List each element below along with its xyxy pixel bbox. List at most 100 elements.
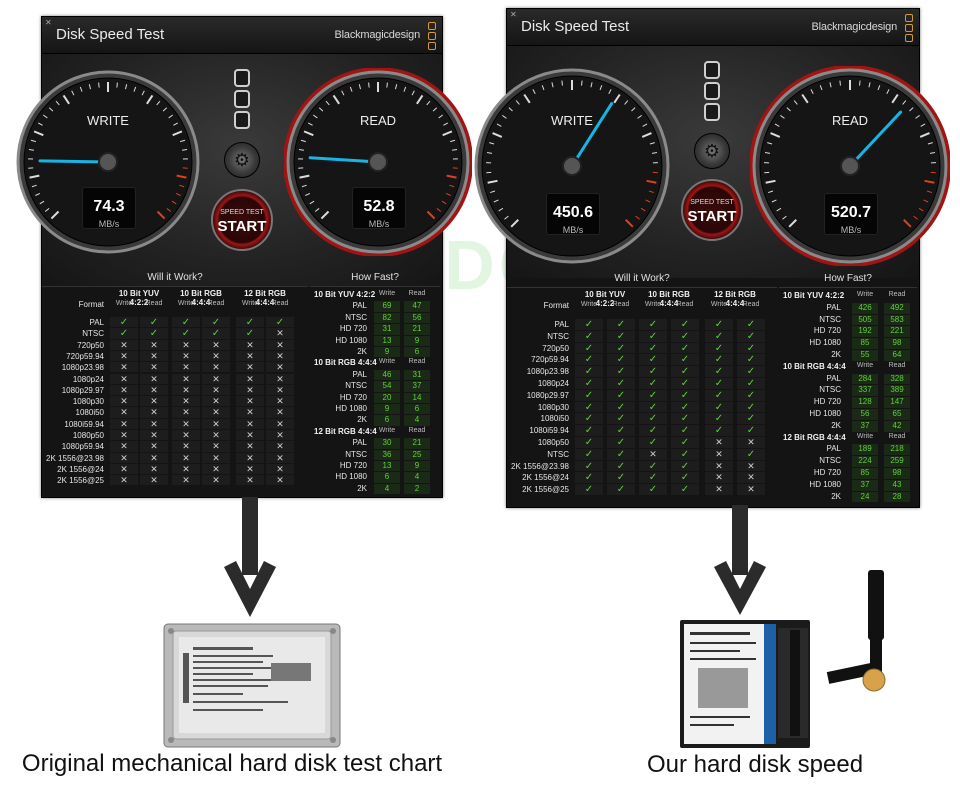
- speed-group-header: 12 Bit RGB 4:4:4: [314, 426, 377, 436]
- cell-bg: [236, 350, 264, 362]
- gauge-tick: [358, 84, 361, 90]
- format-name: 1080p24: [72, 374, 104, 384]
- gauge-tick: [318, 107, 324, 112]
- check-icon: ✓: [746, 330, 756, 342]
- gauge-tick: [915, 115, 920, 119]
- cross-icon: ✕: [212, 396, 220, 407]
- cross-icon: ✕: [182, 339, 190, 350]
- cell-bg: [266, 373, 294, 384]
- cross-icon: ✕: [120, 396, 128, 407]
- cell-bg: [266, 350, 294, 362]
- gauge-tick: [640, 207, 646, 212]
- table-row: 1080p30✕✕✕✕✕✕: [42, 396, 308, 407]
- cell-bg: [737, 401, 765, 413]
- how-fast-title: How Fast?: [310, 272, 440, 287]
- check-icon: ✓: [680, 319, 690, 330]
- gauge-tick: [180, 139, 186, 143]
- speed-subheader: Write: [856, 291, 874, 298]
- check-icon: ✓: [181, 317, 191, 328]
- down-arrow-icon: [224, 497, 276, 617]
- cross-icon: ✕: [120, 452, 128, 463]
- check-icon: ✓: [714, 366, 724, 378]
- write-label: WRITE: [551, 113, 593, 129]
- close-icon[interactable]: ✕: [510, 10, 517, 19]
- speed-format-name: HD 720: [339, 324, 367, 334]
- speed-value: 55: [852, 350, 878, 361]
- table-row: 1080p29.97✓✓✓✓✓✓: [507, 389, 777, 402]
- speed-value: 64: [884, 350, 910, 361]
- right-titlebar: ✕ Disk Speed Test Blackmagicdesign: [507, 9, 919, 46]
- cross-icon: ✕: [246, 396, 254, 407]
- cross-icon: ✕: [246, 418, 254, 429]
- gauge-tick: [624, 100, 629, 105]
- cell-bg: [737, 389, 765, 401]
- down-arrow-icon: [714, 505, 766, 615]
- table-row: 720p50✓✓✓✓✓✓: [507, 342, 777, 355]
- speed-format-name: 2K: [357, 415, 367, 425]
- cross-icon: ✕: [182, 407, 190, 418]
- cell-bg: [172, 475, 200, 486]
- cell-bg: [202, 418, 230, 429]
- check-icon: ✓: [746, 342, 756, 354]
- gauge-tick: [929, 152, 936, 154]
- gauge-tick: [829, 82, 832, 88]
- settings-gear-button[interactable]: ⚙: [694, 133, 730, 169]
- gauge-needle: [848, 110, 903, 168]
- speed-value: 37: [404, 381, 430, 392]
- cell-bg: [202, 362, 230, 373]
- cell-bg: [575, 425, 603, 436]
- table-row: 1080p24✓✓✓✓✓✓: [507, 378, 777, 390]
- gauge-tick: [641, 132, 652, 138]
- speed-subheader: Write: [378, 426, 396, 434]
- cross-icon: ✕: [246, 430, 254, 440]
- table-row: NTSC✓✓✓✓✓✓: [507, 330, 777, 343]
- cell-bg: [172, 350, 200, 362]
- check-icon: ✓: [616, 366, 626, 378]
- gauge-tick: [33, 130, 44, 137]
- cell-bg: [140, 396, 168, 407]
- speed-format-name: HD 1080: [809, 338, 841, 348]
- cell-bg: [575, 342, 603, 354]
- format-name: 1080i50: [540, 414, 569, 424]
- table-row: 720p50✕✕✕✕✕✕: [42, 339, 308, 351]
- cell-bg: [705, 389, 733, 401]
- cell-bg: [607, 330, 635, 342]
- cell-bg: [639, 401, 667, 413]
- gauge-tick: [859, 80, 861, 86]
- cell-bg: [705, 401, 733, 413]
- cross-icon: ✕: [182, 373, 190, 384]
- cell-bg: [575, 389, 603, 401]
- cell-bg: [607, 389, 635, 401]
- check-icon: ✓: [584, 330, 594, 342]
- check-icon: ✓: [680, 472, 690, 484]
- gauge-tick: [793, 100, 798, 105]
- red-ring: [284, 68, 472, 256]
- cell-bg: [607, 448, 635, 460]
- settings-gear-button[interactable]: ⚙: [224, 142, 260, 178]
- gauge-tick: [927, 142, 933, 145]
- cross-icon: ✕: [715, 472, 723, 483]
- cell-bg: [607, 413, 635, 425]
- cell-bg: [737, 413, 765, 425]
- cell-bg: [671, 460, 699, 472]
- cell-bg: [705, 425, 733, 436]
- cross-icon: ✕: [276, 373, 284, 384]
- speed-format-name: 2K: [831, 420, 841, 430]
- close-icon[interactable]: ✕: [45, 18, 52, 27]
- speed-value: 9: [374, 404, 400, 415]
- blackmagic-logo-icon: [234, 69, 250, 132]
- format-name: PAL: [89, 318, 104, 327]
- gauge-tick: [868, 82, 871, 88]
- check-icon: ✓: [746, 319, 756, 330]
- gauge-tick: [62, 94, 70, 105]
- cross-icon: ✕: [150, 350, 158, 361]
- format-name: 1080p30: [72, 397, 104, 407]
- gauge-needle: [308, 156, 380, 164]
- gauge-tick: [44, 208, 50, 212]
- cell-bg: [639, 389, 667, 401]
- cell-bg: [140, 328, 168, 339]
